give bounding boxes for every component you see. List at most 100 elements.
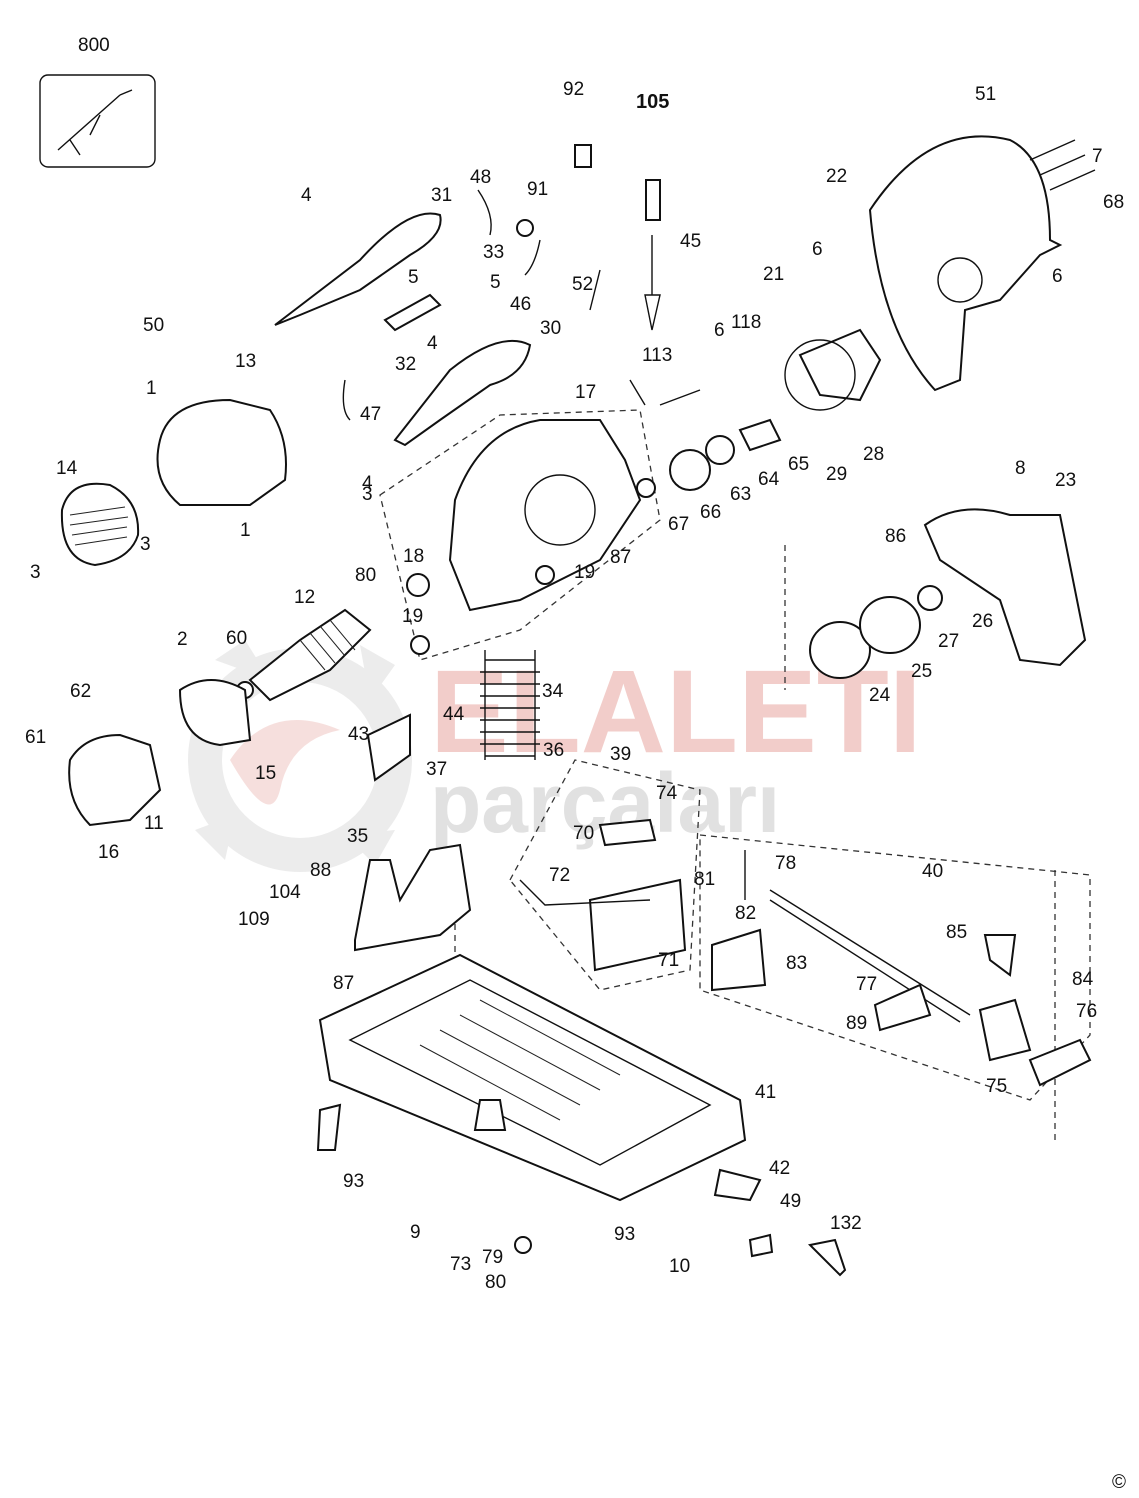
part-label: 51 (975, 84, 996, 105)
part-label: 1 (240, 520, 251, 541)
part-label: 37 (426, 759, 447, 780)
part-label: 64 (758, 469, 780, 490)
part-label: 47 (360, 404, 381, 425)
part-label: 71 (658, 950, 679, 971)
part-label: 113 (642, 345, 672, 366)
vise-assembly (711, 889, 1092, 1087)
part-label: 23 (1055, 470, 1076, 491)
part-label: 49 (780, 1191, 801, 1212)
small-parts (178, 144, 1017, 1277)
part-label: 41 (755, 1082, 776, 1103)
part-label: 93 (614, 1224, 635, 1245)
part-label: 36 (543, 740, 564, 761)
part-label: 76 (1076, 1001, 1097, 1022)
part-label: 3 (30, 562, 41, 583)
part-label: 62 (70, 681, 91, 702)
part-label: 18 (403, 546, 424, 567)
part-label: 73 (450, 1254, 471, 1275)
part-label: 72 (549, 865, 570, 886)
part-label: 61 (25, 727, 46, 748)
lower-guard-flanges (809, 508, 1087, 679)
part-label: 3 (140, 534, 151, 555)
part-label: 92 (563, 79, 584, 100)
part-label: 78 (775, 853, 796, 874)
part-labels: 800 105 92 51 7 22 68 6 6 21 118 48 91 3… (25, 35, 1124, 1293)
pivot-bracket (354, 843, 472, 952)
base (318, 953, 747, 1202)
part-label: 50 (143, 315, 164, 336)
part-label: 31 (431, 185, 452, 206)
part-label: 44 (443, 704, 465, 725)
part-label: 42 (769, 1158, 790, 1179)
part-label: 11 (144, 813, 164, 834)
part-label: 85 (946, 922, 967, 943)
part-label: 84 (1072, 969, 1094, 990)
part-label: 5 (408, 267, 419, 288)
part-label: 10 (669, 1256, 690, 1277)
motor-housing (60, 398, 287, 567)
part-label: 82 (735, 903, 756, 924)
part-label: 118 (731, 312, 761, 333)
part-label: 7 (1092, 146, 1103, 167)
part-label: 89 (846, 1013, 867, 1034)
part-label: 2 (177, 629, 188, 650)
handle-parts (274, 212, 532, 447)
part-label: 29 (826, 464, 847, 485)
part-label: 21 (763, 264, 784, 285)
part-label: 6 (812, 239, 823, 260)
part-label: 4 (301, 185, 312, 206)
part-label: 45 (680, 231, 701, 252)
part-label: 24 (869, 685, 891, 706)
part-label: 74 (656, 783, 678, 804)
part-label: 104 (269, 882, 301, 903)
armature (248, 608, 372, 702)
part-label: 80 (485, 1272, 506, 1293)
part-label: 52 (572, 274, 593, 295)
part-label: 12 (294, 587, 315, 608)
part-label: 5 (490, 272, 501, 293)
part-label: 26 (972, 611, 993, 632)
part-label: 14 (56, 458, 78, 479)
part-label: 67 (668, 514, 689, 535)
part-label: 4 (362, 473, 373, 494)
part-label: 86 (885, 526, 906, 547)
part-label: 28 (863, 444, 884, 465)
part-label: 60 (226, 628, 247, 649)
part-label: 9 (410, 1222, 421, 1243)
part-label: 43 (348, 724, 369, 745)
part-label: 63 (730, 484, 751, 505)
part-label: 6 (1052, 266, 1063, 287)
part-label: 27 (938, 631, 959, 652)
part-label: 70 (573, 823, 594, 844)
part-800-box (39, 74, 156, 168)
part-label: 81 (694, 869, 715, 890)
part-label: 80 (355, 565, 376, 586)
part-label: 65 (788, 454, 809, 475)
part-label: 35 (347, 826, 368, 847)
blade-guard (868, 135, 1096, 392)
part-label: 46 (510, 294, 531, 315)
part-label: 39 (610, 744, 631, 765)
part-label: 105 (636, 91, 669, 113)
part-label: 68 (1103, 192, 1124, 213)
part-label: 34 (542, 681, 564, 702)
part-label: 15 (255, 763, 276, 784)
copyright-mark: © (1112, 1472, 1126, 1493)
part-label: 40 (922, 861, 943, 882)
part-label: 17 (575, 382, 596, 403)
part-label: 6 (714, 320, 725, 341)
part-label: 66 (700, 502, 721, 523)
part-label: 109 (238, 909, 270, 930)
part-label: 75 (986, 1076, 1007, 1097)
spring (480, 650, 540, 760)
part-label: 83 (786, 953, 807, 974)
part-label: 77 (856, 974, 877, 995)
part-label: 87 (333, 973, 354, 994)
part-label: 25 (911, 661, 932, 682)
part-label: 48 (470, 167, 491, 188)
part-label: 22 (826, 166, 847, 187)
gear-case (448, 419, 642, 612)
part-label: 19 (574, 562, 595, 583)
part-label: 79 (482, 1247, 503, 1268)
